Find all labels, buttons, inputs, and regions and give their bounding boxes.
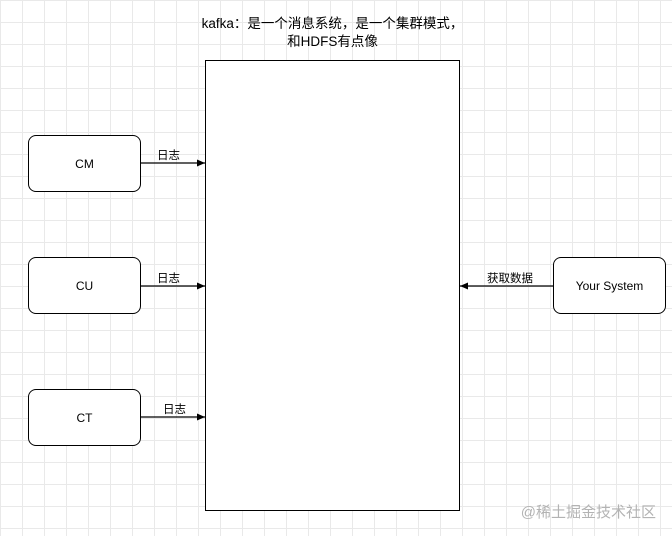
node-your-system-label: Your System — [575, 278, 644, 293]
node-ct[interactable]: CT — [28, 389, 141, 446]
edge-ct-label: 日志 — [163, 404, 186, 416]
node-your-system[interactable]: Your System — [553, 257, 666, 314]
watermark: @稀土掘金技术社区 — [520, 504, 656, 521]
node-cu[interactable]: CU — [28, 257, 141, 314]
node-cu-label: CU — [75, 278, 94, 293]
node-ct-label: CT — [76, 410, 93, 425]
edge-cu-label: 日志 — [157, 273, 180, 285]
node-cm-label: CM — [75, 156, 94, 171]
node-cm[interactable]: CM — [28, 135, 141, 192]
kafka-title: kafka：是一个消息系统，是一个集群模式，和HDFS有点像 — [201, 16, 464, 49]
edge-system-label: 获取数据 — [487, 273, 533, 285]
kafka-box[interactable] — [205, 60, 460, 511]
edge-cm-label: 日志 — [157, 150, 180, 162]
